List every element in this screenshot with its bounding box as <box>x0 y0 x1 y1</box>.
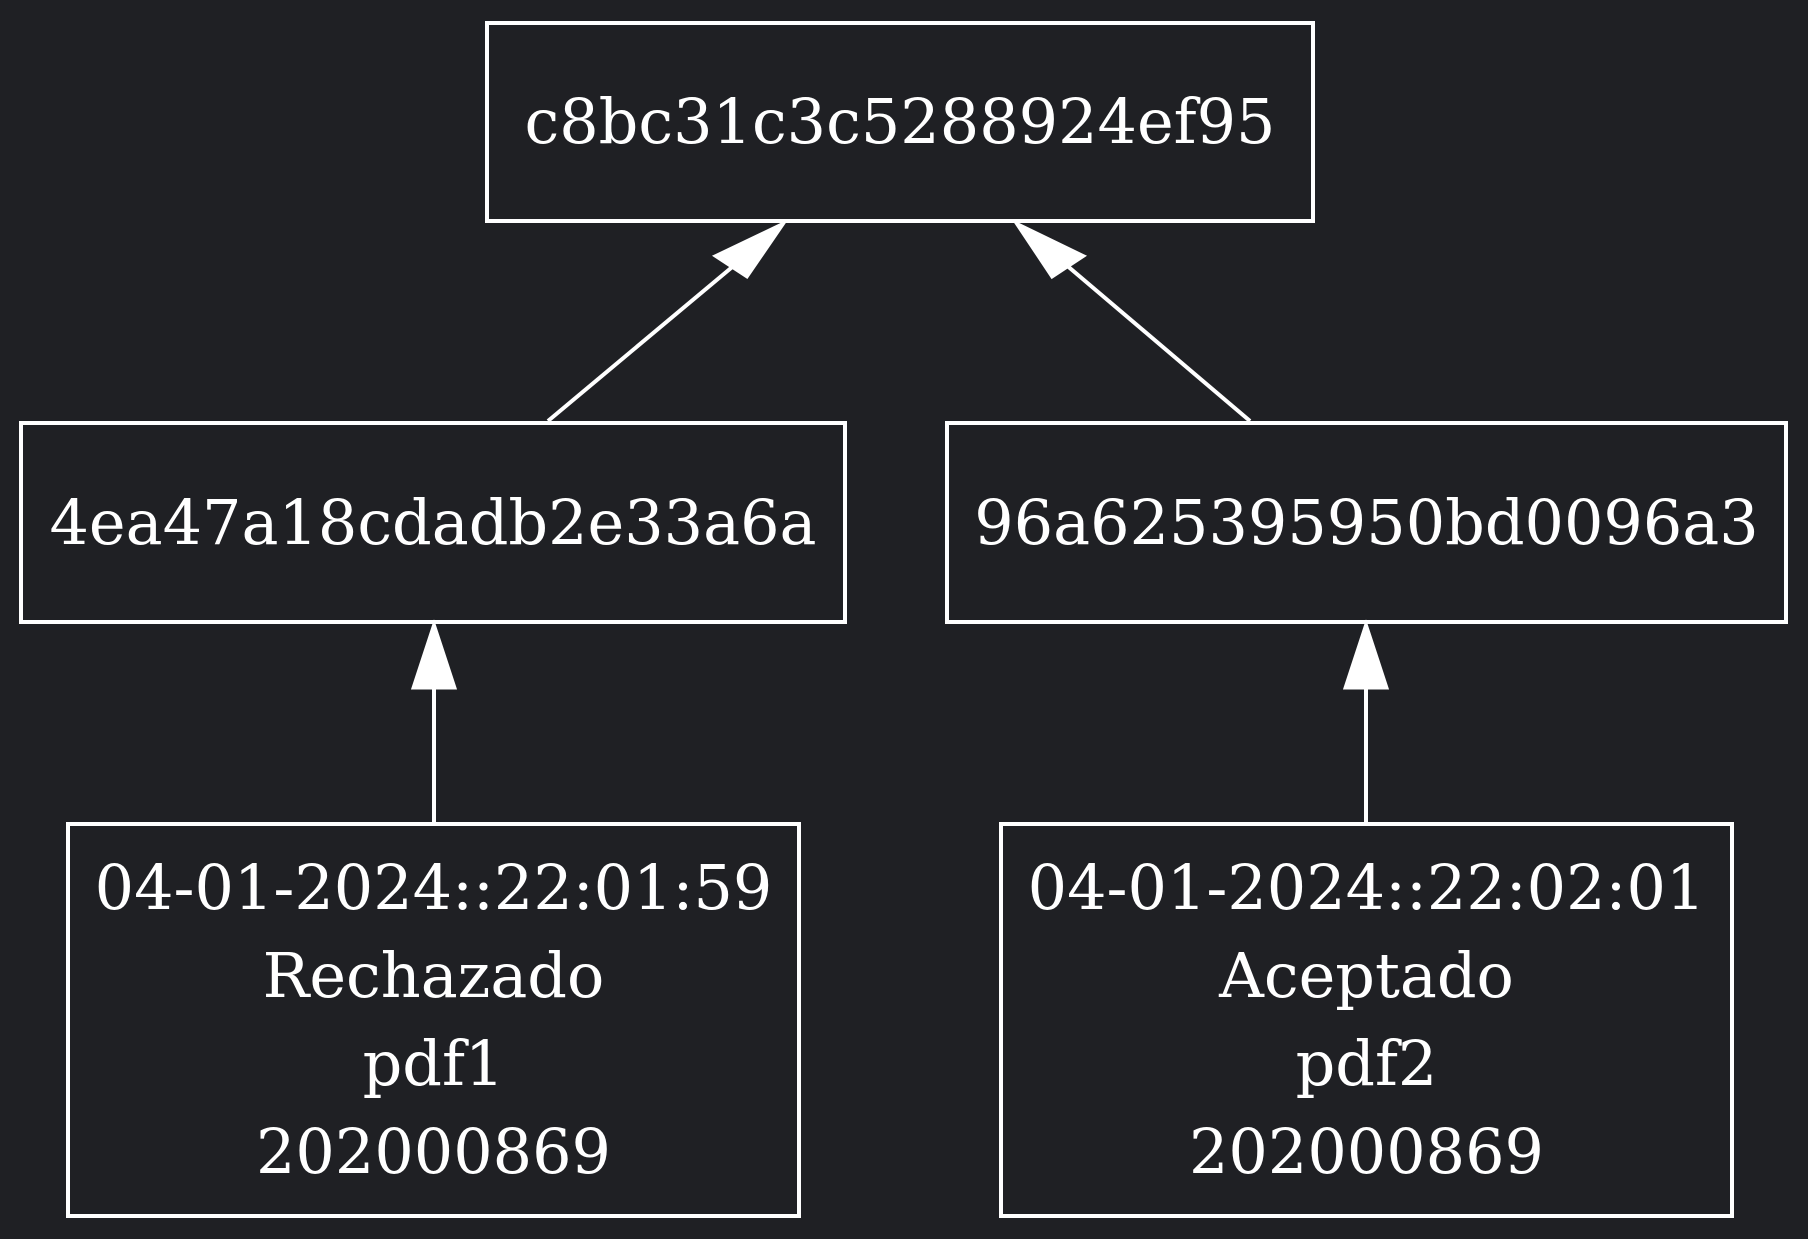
leaf-left-status: Rechazado <box>262 939 605 1012</box>
leaf-left-id: 202000869 <box>255 1115 612 1188</box>
edge-left-to-root <box>546 219 789 423</box>
arrowhead-icon <box>711 219 789 280</box>
leaf-right-node: 04-01-2024::22:02:01 Aceptado pdf2 20200… <box>999 822 1734 1218</box>
edge-right-to-root <box>1011 219 1252 423</box>
arrowhead-icon <box>1011 219 1088 280</box>
edge-leaf-left-to-left <box>410 619 458 822</box>
leaf-right-timestamp: 04-01-2024::22:02:01 <box>1027 851 1706 924</box>
arrowhead-icon <box>410 619 458 690</box>
leaf-left-node: 04-01-2024::22:01:59 Rechazado pdf1 2020… <box>66 822 801 1218</box>
root-hash-node: c8bc31c3c5288924ef95 <box>485 21 1315 223</box>
left-hash-label: 4ea47a18cdadb2e33a6a <box>49 485 817 559</box>
leaf-left-file: pdf1 <box>362 1027 505 1100</box>
right-hash-label: 96a625395950bd0096a3 <box>974 485 1759 559</box>
left-hash-node: 4ea47a18cdadb2e33a6a <box>19 421 847 624</box>
root-hash-label: c8bc31c3c5288924ef95 <box>524 85 1276 158</box>
edge-leaf-right-to-right <box>1342 619 1390 822</box>
leaf-right-id: 202000869 <box>1188 1115 1545 1188</box>
arrowhead-icon <box>1342 619 1390 690</box>
right-hash-node: 96a625395950bd0096a3 <box>945 421 1788 624</box>
leaf-right-file: pdf2 <box>1295 1027 1438 1100</box>
leaf-left-timestamp: 04-01-2024::22:01:59 <box>94 851 773 924</box>
leaf-right-status: Aceptado <box>1219 939 1514 1012</box>
